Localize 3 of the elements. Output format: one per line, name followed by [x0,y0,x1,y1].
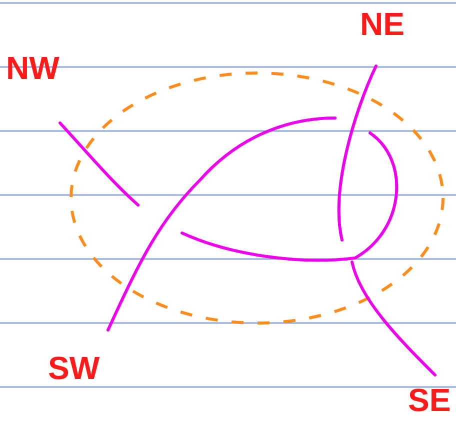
direction-label: SW [48,352,100,384]
direction-label: SE [408,384,451,416]
direction-label: NE [360,8,404,40]
